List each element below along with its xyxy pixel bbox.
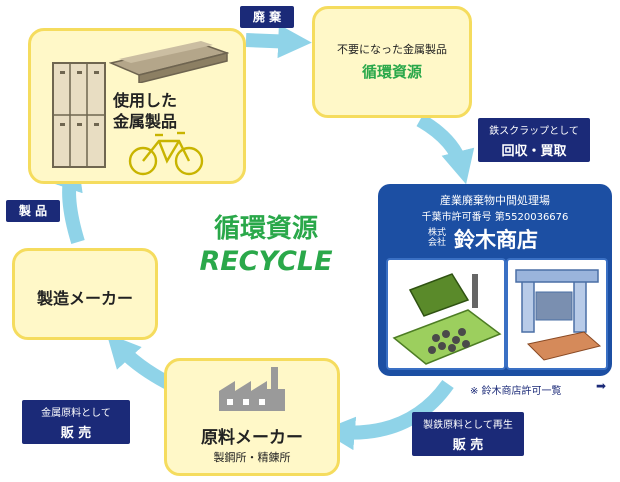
license-arrow-icon[interactable]: ➡ <box>596 379 607 393</box>
tag-resell-line1: 製鉄原料として再生 <box>423 420 513 431</box>
manufacturer-label: 製造メーカー <box>36 289 133 308</box>
tag-disposal-label: 廃 棄 <box>252 10 282 24</box>
raw-maker-box: 原料メーカー 製鋼所・精錬所 <box>164 358 340 476</box>
press-illustration <box>515 269 602 361</box>
center-title-jp: 循環資源 <box>213 214 318 244</box>
factory-icon <box>219 367 285 411</box>
waste-resource-line1: 不要になった金属製品 <box>337 43 447 56</box>
manufacturer-box: 製造メーカー <box>12 248 158 340</box>
company-line2: 千葉市許可番号 第5520036676 <box>421 212 569 223</box>
tag-resell-line2: 販 売 <box>452 438 484 453</box>
press-photo <box>506 258 608 370</box>
raw-maker-sub: 製鋼所・精錬所 <box>213 451 291 464</box>
shredder-illustration <box>392 273 502 365</box>
locker-illustration <box>52 62 106 168</box>
tag-sell-line2: 販 売 <box>60 426 92 441</box>
arrow-to-raw-maker <box>321 379 454 451</box>
center-title-en: RECYCLE <box>199 246 333 277</box>
tag-sell: 金属原料として 販 売 <box>22 400 130 444</box>
tag-product-label: 製 品 <box>18 204 48 218</box>
tag-scrap-line1: 鉄スクラップとして <box>489 126 579 137</box>
tag-resell: 製鉄原料として再生 販 売 <box>412 412 524 456</box>
tag-scrap-line2: 回収・買取 <box>501 144 567 159</box>
used-products-box: 使用した 金属製品 <box>28 28 246 184</box>
company-panel: 産業廃棄物中間処理場 千葉市許可番号 第5520036676 株式会社 鈴木商店 <box>378 184 612 376</box>
bicycle-illustration <box>128 131 204 176</box>
company-line1: 産業廃棄物中間処理場 <box>440 194 550 207</box>
raw-maker-label: 原料メーカー <box>201 428 303 448</box>
waste-resource-line2: 循環資源 <box>361 63 422 81</box>
tag-disposal: 廃 棄 <box>240 6 294 28</box>
used-products-line1: 使用した <box>113 91 178 110</box>
tag-scrap: 鉄スクラップとして 回収・買取 <box>478 118 590 162</box>
used-products-line2: 金属製品 <box>113 112 178 131</box>
tag-sell-line1: 金属原料として <box>41 408 111 419</box>
arrow-to-company <box>416 113 475 185</box>
license-link[interactable]: ※ 鈴木商店許可一覧 <box>470 386 562 397</box>
tag-product: 製 品 <box>6 200 60 222</box>
arrow-to-waste <box>245 24 312 59</box>
company-name: 鈴木商店 <box>454 228 538 252</box>
company-kabushiki: 株式会社 <box>428 228 447 248</box>
steel-beam-illustration <box>109 41 229 83</box>
shredder-photo <box>386 258 506 370</box>
waste-resource-box: 不要になった金属製品 循環資源 <box>312 6 472 118</box>
